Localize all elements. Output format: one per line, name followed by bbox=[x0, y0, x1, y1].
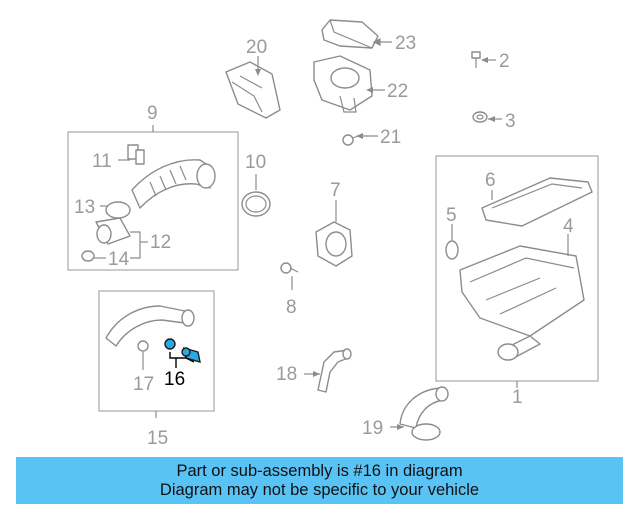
label-12: 12 bbox=[150, 232, 171, 253]
label-18: 18 bbox=[276, 364, 297, 385]
label-14: 14 bbox=[108, 249, 130, 270]
label-19: 19 bbox=[362, 418, 383, 439]
label-22: 22 bbox=[387, 81, 408, 102]
label-17: 17 bbox=[133, 374, 154, 395]
label-23: 23 bbox=[395, 33, 416, 54]
label-13: 13 bbox=[74, 197, 95, 218]
part-16-highlighted bbox=[164, 338, 201, 368]
label-2: 2 bbox=[499, 51, 510, 72]
part-10-clamp bbox=[241, 174, 271, 217]
part-20-duct bbox=[225, 56, 281, 119]
part-23-cover bbox=[321, 19, 392, 49]
label-9: 9 bbox=[147, 103, 158, 124]
parts-diagram: 23 20 22 21 2 3 9 bbox=[67, 19, 599, 449]
part-intake-hose bbox=[131, 159, 216, 209]
part-11-clamp bbox=[118, 144, 145, 165]
label-8: 8 bbox=[286, 297, 297, 318]
part-6-filter bbox=[481, 177, 593, 227]
part-22-housing bbox=[313, 55, 385, 113]
label-5: 5 bbox=[446, 205, 457, 226]
part-19-elbow bbox=[390, 386, 449, 441]
label-20: 20 bbox=[246, 37, 267, 58]
banner-line-2: Diagram may not be specific to your vehi… bbox=[159, 480, 480, 499]
label-6: 6 bbox=[485, 170, 496, 191]
part-2-screw bbox=[471, 51, 496, 68]
banner-line-1: Part or sub-assembly is #16 in diagram bbox=[176, 461, 463, 480]
label-7: 7 bbox=[330, 180, 341, 201]
label-21: 21 bbox=[380, 127, 401, 148]
part-21-bolt bbox=[342, 133, 378, 146]
label-4: 4 bbox=[563, 216, 574, 237]
label-15: 15 bbox=[147, 428, 168, 449]
info-banner: Part or sub-assembly is #16 in diagram D… bbox=[16, 457, 623, 504]
part-duct-15 bbox=[105, 305, 195, 347]
part-3-grommet bbox=[472, 111, 502, 123]
label-11: 11 bbox=[92, 151, 112, 172]
label-16: 16 bbox=[164, 369, 185, 390]
part-8-bolt bbox=[280, 262, 299, 290]
part-14-oring bbox=[81, 250, 106, 262]
label-1: 1 bbox=[512, 387, 523, 408]
part-7-sensor bbox=[315, 200, 353, 267]
part-18-hose bbox=[304, 348, 352, 393]
part-13-gasket bbox=[95, 201, 131, 245]
label-10: 10 bbox=[245, 152, 266, 173]
part-5-oring bbox=[445, 224, 459, 260]
part-17-clip bbox=[137, 340, 149, 370]
label-3: 3 bbox=[505, 111, 516, 132]
part-4-airbox bbox=[459, 234, 585, 361]
